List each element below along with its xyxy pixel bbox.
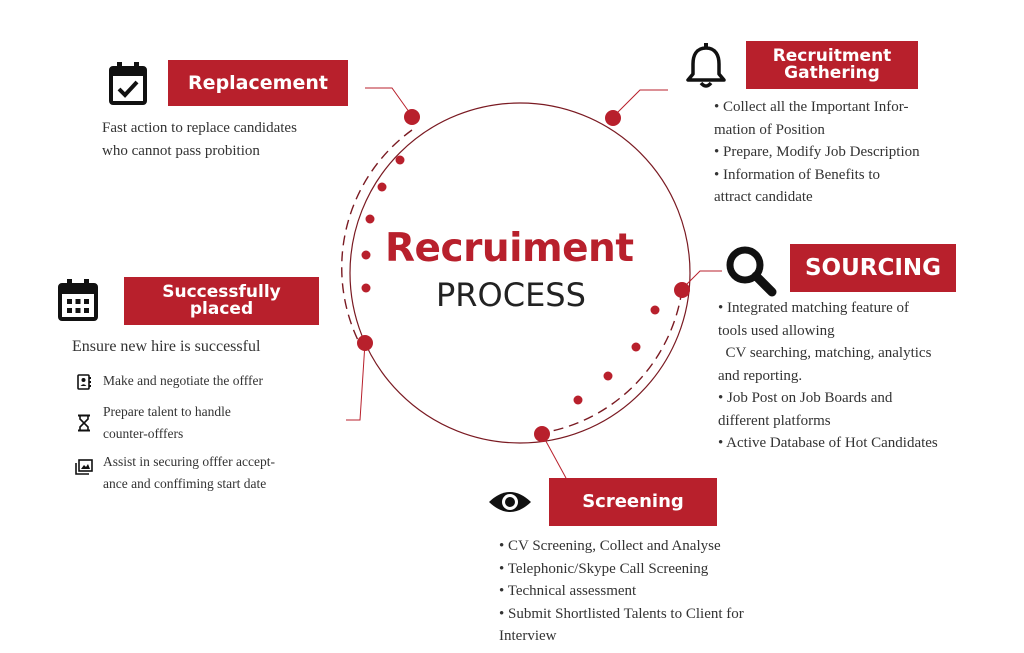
placed-item-2: Prepare talent to handle counter-offfers [103, 404, 231, 441]
eye-icon [489, 492, 531, 512]
small-dot [361, 283, 371, 293]
small-dot [603, 371, 613, 381]
placed-item-1: Make and negotiate the offfer [103, 373, 263, 388]
gathering-label-line1: Recruitment [772, 46, 892, 66]
small-dot [395, 155, 405, 165]
placed-item-3: Assist in securing offfer accept- ance a… [103, 454, 275, 491]
gathering-text: • Collect all the Important Infor- matio… [714, 99, 920, 205]
connector-gathering [612, 89, 668, 118]
small-dot [365, 214, 375, 224]
placed-label-line1: Successfully [162, 282, 281, 302]
search-icon [726, 246, 777, 297]
screening-label: Screening [549, 478, 717, 526]
center-subtitle: PROCESS [436, 276, 586, 314]
sourcing-label: SOURCING [790, 244, 956, 292]
contact-book-icon [77, 374, 91, 390]
dot-screening [534, 426, 550, 442]
connector-placed [346, 342, 366, 421]
small-dot [573, 395, 583, 405]
center-title: Recruiment [385, 226, 634, 271]
small-dot [650, 305, 660, 315]
small-dot [631, 342, 641, 352]
small-dot [361, 250, 371, 260]
gathering-label: Recruitment Gathering [746, 41, 918, 89]
calendar-check-icon [109, 62, 147, 105]
placed-label-line2: placed [189, 299, 254, 319]
left-dashed-arc [341, 129, 413, 351]
replacement-text: Fast action to replace candidates who ca… [102, 120, 297, 159]
small-dot [377, 182, 387, 192]
connector-sourcing [681, 270, 722, 290]
sourcing-text: • Integrated matching feature of tools u… [718, 300, 938, 451]
placed-intro: Ensure new hire is successful [72, 338, 261, 355]
dot-sourcing [674, 282, 690, 298]
connector-screening [541, 433, 567, 479]
dot-placed [357, 335, 373, 351]
process-circle [349, 102, 691, 444]
placed-label: Successfully placed [124, 277, 319, 325]
calendar-grid-icon [58, 279, 98, 321]
screening-text: • CV Screening, Collect and Analyse • Te… [499, 538, 744, 644]
gallery-icon [75, 459, 93, 475]
bell-icon [686, 43, 726, 88]
replacement-label: Replacement [168, 60, 348, 106]
gathering-label-line2: Gathering [784, 63, 880, 83]
dot-gathering [605, 110, 621, 126]
right-dashed-arc [541, 289, 683, 434]
hourglass-icon [78, 414, 90, 432]
dot-replacement [404, 109, 420, 125]
connector-replacement [365, 87, 413, 117]
